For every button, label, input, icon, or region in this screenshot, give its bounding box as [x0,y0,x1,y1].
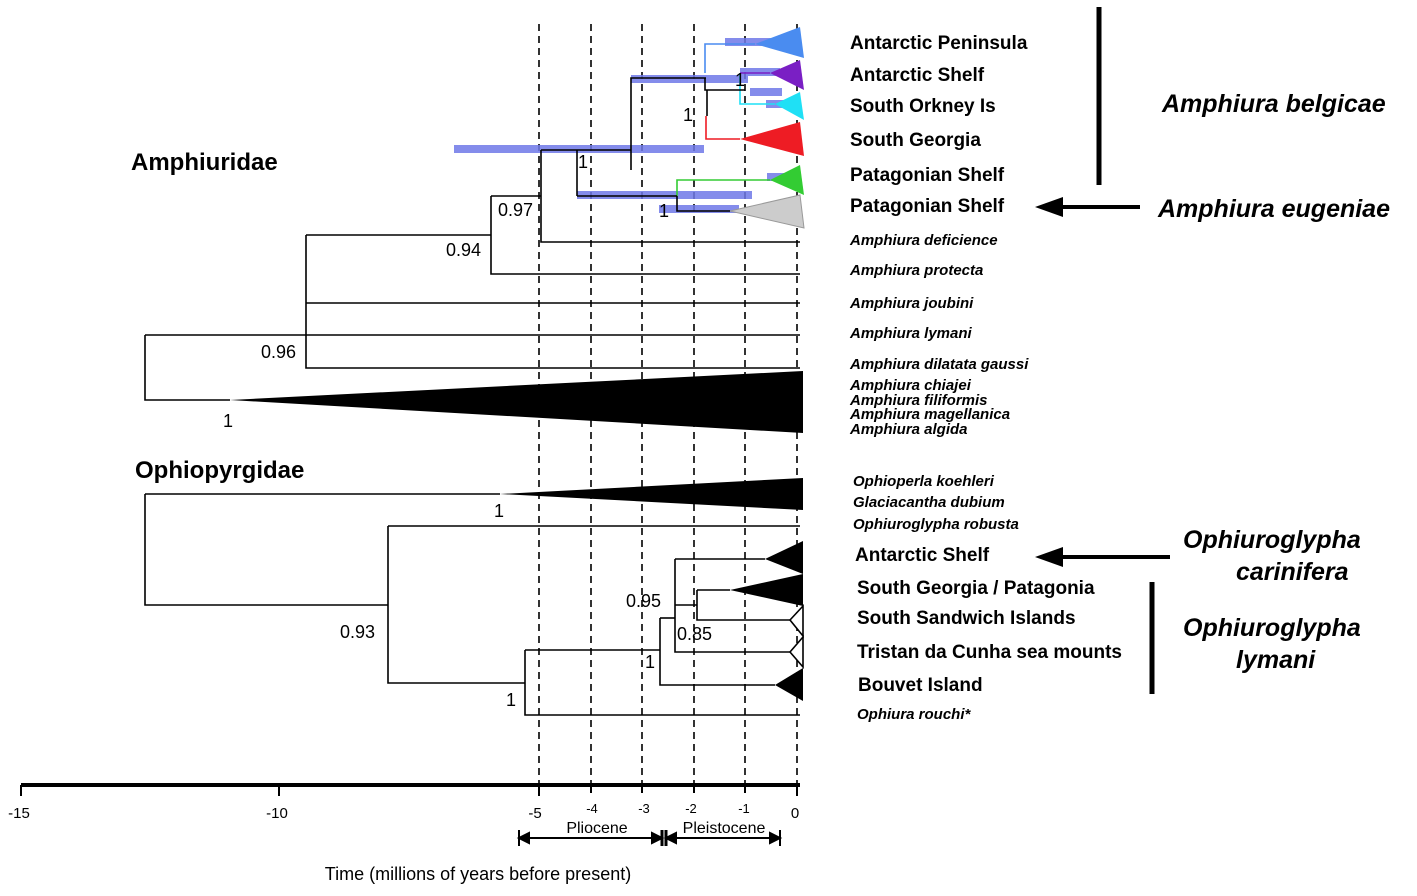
support-value: 0.85 [677,624,712,644]
tip-amphiura-algida: Amphiura algida [849,421,968,438]
tip-amphiura-chiajei: Amphiura chiajei [849,377,972,394]
clade-amphiura-large [230,371,803,433]
support-value: 1 [645,652,655,672]
group-label-lymani-1: Ophiuroglypha [1183,614,1361,642]
group-label-carinifera-2: carinifera [1236,558,1349,586]
clade-patagonian-shelf-1 [770,165,804,195]
time-reference-lines [538,24,798,790]
group-label-belgicae: Amphiura belgicae [1161,90,1386,118]
colored-branches [676,43,775,196]
clade-south-orkney [775,92,804,120]
tip-amphiura-protecta: Amphiura protecta [849,262,983,279]
clade-ophioperla-glaciacantha [500,478,803,510]
tick-label: -2 [685,801,697,816]
clade-south-georgia [740,122,804,156]
arrow-carinifera [1035,547,1170,567]
tick-label: -15 [8,805,30,822]
support-value: 0.93 [340,622,375,642]
tip-south-georgia: South Georgia [850,130,981,151]
tip-sg-patagonia: South Georgia / Patagonia [857,578,1095,599]
colored-clades [729,27,805,229]
tree-branches [144,77,800,716]
tip-antarctic-shelf-ophio: Antarctic Shelf [855,545,990,566]
tip-antarctic-peninsula: Antarctic Peninsula [850,33,1028,54]
support-value: 1 [223,411,233,431]
tip-south-orkney: South Orkney Is [850,96,996,117]
clade-tristan [788,634,804,670]
tip-amphiura-dilatata: Amphiura dilatata gaussi [849,356,1029,373]
tick-label: -5 [528,805,541,822]
clade-antarctic-shelf-ophio [765,541,803,574]
clade-bouvet [775,668,803,701]
family-label-ophiopyrgidae: Ophiopyrgidae [135,457,304,484]
white-clades [788,603,804,670]
tip-amphiura-filiformis: Amphiura filiformis [849,392,988,409]
tip-ophioperla-koehleri: Ophioperla koehleri [853,473,995,490]
epoch-label-pliocene: Pliocene [566,820,627,837]
arrow-eugeniae [1035,197,1140,217]
tip-ophiura-rouchi: Ophiura rouchi* [857,706,972,723]
epoch-brackets [516,830,783,846]
epoch-label-pleistocene: Pleistocene [683,820,766,837]
tip-bouvet: Bouvet Island [858,675,983,696]
clade-patagonian-shelf-2 [729,194,805,229]
tip-patagonian-shelf-1: Patagonian Shelf [850,165,1005,186]
tick-label: -3 [638,801,650,816]
tip-glaciacantha-dubium: Glaciacantha dubium [853,494,1005,511]
tip-amphiura-magellanica: Amphiura magellanica [849,406,1010,423]
hpd-bars [454,38,800,213]
black-clades [230,371,803,701]
tip-amphiura-lymani: Amphiura lymani [849,325,973,342]
tip-antarctic-shelf: Antarctic Shelf [850,65,985,86]
support-value: 0.94 [446,240,481,260]
support-value: 1 [683,105,693,125]
group-label-lymani-2: lymani [1236,646,1316,674]
tip-tristan: Tristan da Cunha sea mounts [857,642,1122,663]
tip-ophiuroglypha-robusta: Ophiuroglypha robusta [853,516,1019,533]
tick-label: -4 [586,801,598,816]
tip-south-sandwich: South Sandwich Islands [857,608,1076,629]
family-label-amphiuridae: Amphiuridae [131,149,278,176]
axis-title: Time (millions of years before present) [325,864,631,884]
support-value: 1 [494,501,504,521]
tick-label: -1 [738,801,750,816]
tip-amphiura-deficience: Amphiura deficience [849,232,998,249]
tick-label: 0 [791,805,799,822]
support-value: 1 [659,201,669,221]
clade-south-sandwich [788,603,804,639]
support-value: 0.95 [626,591,661,611]
support-value: 1 [506,690,516,710]
clade-antarctic-shelf [770,60,804,90]
tip-amphiura-joubini: Amphiura joubini [849,295,974,312]
tip-patagonian-shelf-2: Patagonian Shelf [850,196,1005,217]
support-value: 0.96 [261,342,296,362]
tick-label: -10 [266,805,288,822]
support-value: 0.97 [498,200,533,220]
support-value: 1 [735,70,745,90]
clade-antarctic-peninsula [755,27,804,58]
group-label-eugeniae: Amphiura eugeniae [1157,195,1390,223]
support-value: 1 [578,152,588,172]
time-axis: -15 -10 -5 -4 -3 -2 -1 0 [8,783,800,822]
group-label-carinifera-1: Ophiuroglypha [1183,526,1361,554]
clade-sg-patagonia [730,574,803,606]
